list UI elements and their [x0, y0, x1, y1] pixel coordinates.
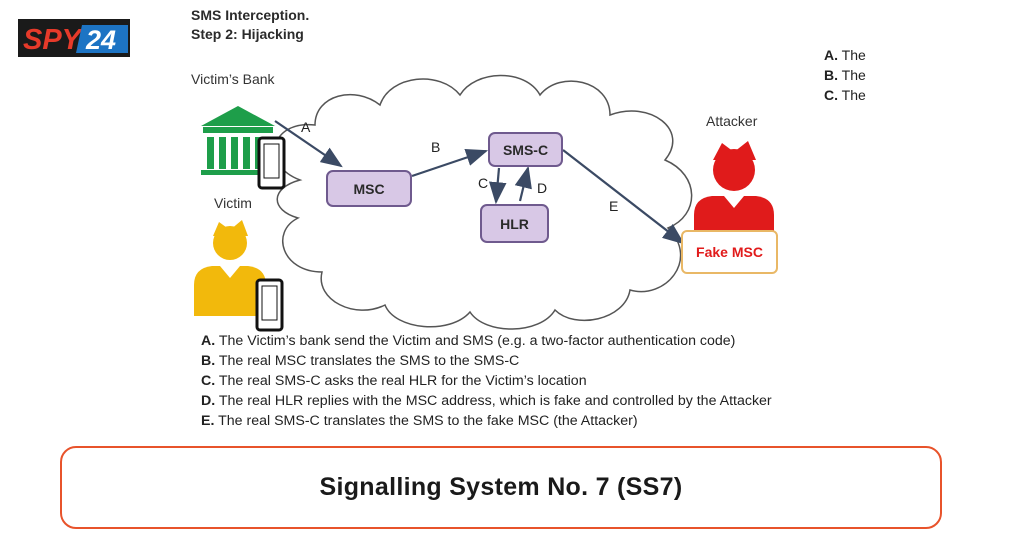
attacker-label: Attacker: [706, 113, 758, 129]
edge-b-label: B: [431, 139, 441, 155]
phone-icon: [255, 278, 284, 332]
banner-title: Signalling System No. 7 (SS7): [319, 473, 683, 501]
bank-label: Victim’s Bank: [191, 71, 275, 87]
fake-msc-node: Fake MSC: [681, 230, 778, 274]
heading-line2: Step 2: Hijacking: [191, 26, 304, 42]
victim-person-icon: [194, 220, 266, 316]
edge-b-arrow: [411, 149, 489, 178]
edge-e-label: E: [609, 198, 619, 214]
spy24-logo: SPY 24: [18, 19, 130, 57]
edge-a-label: A: [301, 119, 311, 135]
edge-d-arrow: [514, 165, 532, 202]
side-note: A. The: [824, 47, 866, 63]
step-item: A. The Victim’s bank send the Victim and…: [201, 333, 736, 349]
side-note: B. The: [824, 67, 866, 83]
title-banner: Signalling System No. 7 (SS7): [60, 446, 942, 529]
logo-num-text: 24: [85, 25, 116, 55]
edge-c-arrow: [488, 167, 507, 205]
edge-c-label: C: [478, 175, 489, 191]
step-item: E. The real SMS-C translates the SMS to …: [201, 413, 638, 429]
victim-label: Victim: [214, 195, 252, 211]
msc-node: MSC: [326, 170, 412, 207]
hlr-node: HLR: [480, 204, 549, 243]
smsc-node: SMS-C: [488, 132, 563, 167]
edge-a-arrow: [274, 120, 343, 168]
side-note: C. The: [824, 87, 866, 103]
edge-d-label: D: [537, 180, 548, 196]
edge-e-arrow: [562, 149, 685, 245]
attacker-person-icon: [694, 141, 774, 232]
heading-line1: SMS Interception.: [191, 7, 310, 23]
side-notes: A. The B. The C. The: [824, 45, 866, 105]
logo-spy-text: SPY: [23, 24, 84, 56]
step-item: B. The real MSC translates the SMS to th…: [201, 353, 520, 369]
phone-icon: [257, 136, 286, 190]
step-item: D. The real HLR replies with the MSC add…: [201, 393, 772, 409]
steps-list: A. The Victim’s bank send the Victim and…: [201, 331, 772, 431]
step-item: C. The real SMS-C asks the real HLR for …: [201, 373, 587, 389]
